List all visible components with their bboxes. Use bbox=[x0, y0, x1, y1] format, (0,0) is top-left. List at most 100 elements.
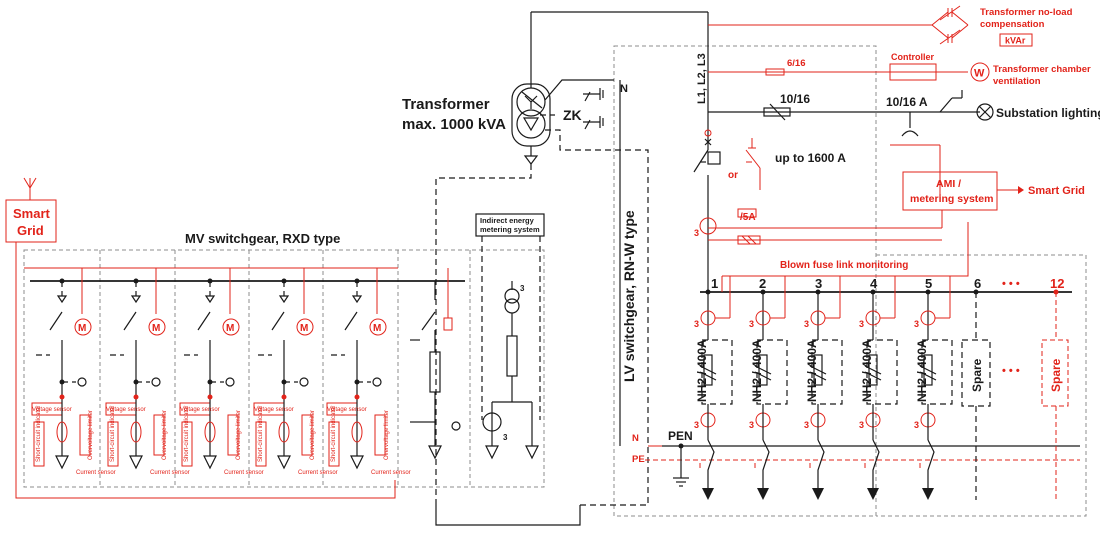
mv-indicator-5 bbox=[372, 377, 382, 387]
lighting-label: Substation lighting bbox=[996, 106, 1100, 120]
lighting-breaker-rating: 10/16 A bbox=[886, 95, 928, 109]
controller-fuse-rating: 6/16 bbox=[787, 58, 806, 69]
ami-label-2: metering system bbox=[910, 193, 993, 205]
current-sensor-2: Current sensor bbox=[150, 470, 190, 476]
n-label: N bbox=[632, 433, 639, 444]
controller-label: Controller bbox=[891, 52, 934, 62]
fuse-switch-box-2 bbox=[756, 339, 788, 405]
mv-disconnector-5 bbox=[351, 295, 363, 304]
feeder-cable-1 bbox=[707, 439, 715, 488]
mv-switchgear-title: MV switchgear, RXD type bbox=[185, 231, 340, 246]
fuse-mark-a-5 bbox=[919, 365, 937, 375]
motor-label-4: M bbox=[300, 323, 308, 334]
motor-label-2: M bbox=[152, 323, 160, 334]
mv-cable-end-2 bbox=[129, 455, 143, 470]
mv-switch-blade-2 bbox=[123, 311, 137, 331]
ventilation-label-1: Transformer chamber bbox=[993, 64, 1091, 75]
fuse-switch-box-3 bbox=[811, 339, 843, 405]
feeder-ct-count-5: 3 bbox=[914, 319, 919, 329]
motor-label-3: M bbox=[226, 323, 234, 334]
mv-indicator-3 bbox=[225, 377, 235, 387]
feeder-ct-count-4: 3 bbox=[859, 319, 864, 329]
main-switch-rating: up to 1600 A bbox=[775, 151, 846, 165]
mv-sensor-node-5 bbox=[354, 394, 360, 400]
feeder-ct-count-3: 3 bbox=[804, 319, 809, 329]
spare-label-12: Spare bbox=[1049, 358, 1063, 392]
spare-label-6: Spare bbox=[970, 358, 984, 392]
fuse-body-5 bbox=[923, 354, 933, 386]
compensation-unit: kVAr bbox=[1005, 36, 1026, 46]
controller-box bbox=[889, 63, 937, 81]
ct-count-label: 3 bbox=[694, 228, 699, 238]
voltage-sensor-3: Voltage sensor bbox=[180, 407, 220, 413]
ventilation-fan bbox=[970, 62, 990, 82]
indirect-metering-2: metering system bbox=[480, 225, 540, 234]
current-sensor-3: Current sensor bbox=[224, 470, 264, 476]
fuse-body-4 bbox=[868, 354, 878, 386]
feeder-cable-5 bbox=[927, 439, 935, 488]
short-circuit-2: Short-circuit indicator bbox=[110, 406, 116, 462]
smart-grid-left-1: Smart bbox=[13, 206, 51, 221]
motor-label-1: M bbox=[78, 323, 86, 334]
compensation-unit-box bbox=[999, 33, 1033, 47]
mv-sensor-node-1 bbox=[59, 394, 65, 400]
lv-feeder-enclosure bbox=[876, 254, 1087, 517]
overvoltage-5: Overvoltage limiter bbox=[384, 410, 390, 460]
feeder-outgoing-arrow-3 bbox=[812, 488, 824, 500]
fuse-label-1: NH2 / 400A bbox=[695, 339, 709, 402]
ami-label-1: AMI / bbox=[936, 178, 961, 190]
mv-switch-blade-4 bbox=[271, 311, 285, 331]
controller-fuse bbox=[765, 68, 785, 76]
feeder-number-2: 2 bbox=[759, 276, 766, 291]
fuse-body-1 bbox=[703, 354, 713, 386]
fuse-mark-a-1 bbox=[699, 365, 717, 375]
feeder-cable-3 bbox=[817, 439, 825, 488]
voltage-sensor-1: Voltage sensor bbox=[32, 407, 72, 413]
overvoltage-3: Overvoltage limiter bbox=[236, 410, 242, 460]
feeder-ct-count-b-1: 3 bbox=[694, 420, 699, 430]
short-circuit-4: Short-circuit indicator bbox=[258, 406, 264, 462]
mv-motor-icon-4 bbox=[296, 318, 314, 336]
mv-motor-icon-3 bbox=[222, 318, 240, 336]
mv-cable-end-1 bbox=[55, 455, 69, 470]
mv-motor-icon-1 bbox=[74, 318, 92, 336]
smart-grid-left-2: Grid bbox=[17, 223, 44, 238]
lv-switchgear-enclosure bbox=[613, 45, 877, 517]
voltage-sensor-2: Voltage sensor bbox=[106, 407, 146, 413]
mv-current-sensor-5 bbox=[351, 421, 363, 443]
feeder-ellipsis-mid: • • • bbox=[1002, 365, 1020, 377]
lighting-fuse bbox=[763, 107, 791, 117]
mv-disconnector-2 bbox=[130, 295, 142, 304]
short-circuit-5: Short-circuit indicator bbox=[331, 406, 337, 462]
fuse-monitoring-label: Blown fuse link monitoring bbox=[780, 260, 908, 271]
transformer-secondary-winding bbox=[516, 109, 546, 139]
current-sensor-5: Current sensor bbox=[371, 470, 411, 476]
mv-short-circuit-box-3 bbox=[181, 421, 193, 467]
ventilation-symbol: W bbox=[974, 68, 985, 80]
vt-count-label: 3 bbox=[520, 284, 525, 293]
mv-indicator-4 bbox=[299, 377, 309, 387]
mv-overvoltage-box-2 bbox=[153, 414, 165, 456]
mv-switch-blade-5 bbox=[344, 311, 358, 331]
feeder-number-6: 6 bbox=[974, 276, 981, 291]
mv-overvoltage-box-3 bbox=[227, 414, 239, 456]
feeder-number-12: 12 bbox=[1050, 276, 1064, 291]
feeder-outgoing-arrow-4 bbox=[867, 488, 879, 500]
ventilation-label-2: ventilation bbox=[993, 76, 1041, 87]
pen-label: PEN bbox=[668, 429, 693, 443]
neutral-label-transformer: N bbox=[620, 83, 628, 95]
fuse-body-3 bbox=[813, 354, 823, 386]
fuse-mark-a-2 bbox=[754, 365, 772, 375]
mv-disconnector-4 bbox=[278, 295, 290, 304]
fuse-label-5: NH2 / 400A bbox=[915, 339, 929, 402]
voltage-sensor-4: Voltage sensor bbox=[254, 407, 294, 413]
overvoltage-2: Overvoltage limiter bbox=[162, 410, 168, 460]
feeder-cable-4 bbox=[872, 439, 880, 488]
mv-short-circuit-box-2 bbox=[107, 421, 119, 467]
mv-overvoltage-box-4 bbox=[301, 414, 313, 456]
mv-indicator-2 bbox=[151, 377, 161, 387]
fuse-switch-box-1 bbox=[701, 339, 733, 405]
mv-current-sensor-3 bbox=[204, 421, 216, 443]
feeder-cable-2 bbox=[762, 439, 770, 488]
